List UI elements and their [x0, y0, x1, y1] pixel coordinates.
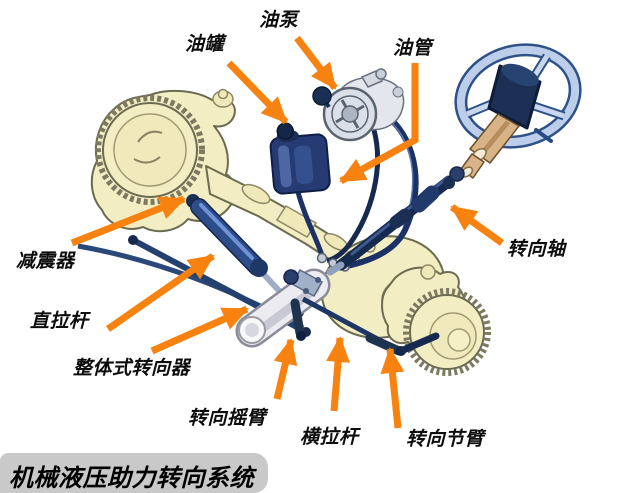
arrow-tie-rod	[326, 336, 350, 412]
left-drum-detail	[133, 130, 163, 164]
integral-steering-gear-part	[235, 268, 331, 348]
steering-knuckle-arm-part	[397, 332, 440, 355]
diagram-title: 机械液压助力转向系统	[9, 464, 254, 492]
label-oil-tank: 油罐	[185, 33, 225, 55]
universal-joint	[449, 166, 465, 182]
oil-pump-part	[312, 68, 405, 142]
label-drag-link: 直拉杆	[30, 310, 89, 332]
label-integral-steering-gear: 整体式转向器	[73, 357, 191, 379]
arrow-steering-gear	[150, 305, 249, 355]
arrow-shock-absorber	[70, 195, 186, 247]
arrow-oil-pump	[294, 35, 338, 91]
arrow-pitman-arm	[273, 338, 298, 400]
left-drum-teeth	[95, 95, 205, 205]
title-bar: 机械液压助力转向系统	[0, 453, 268, 493]
label-steering-shaft: 转向轴	[507, 238, 566, 260]
turn-stalk	[534, 128, 553, 143]
label-oil-pipe: 油管	[393, 37, 433, 59]
pump-cap	[312, 86, 332, 106]
spring-perch	[241, 183, 271, 205]
right-drum-teeth	[403, 288, 491, 376]
arrow-knuckle-arm	[380, 347, 405, 429]
label-oil-pump: 油泵	[259, 9, 299, 31]
label-knuckle-arm: 转向节臂	[406, 428, 485, 450]
steering-shaft-part	[326, 175, 455, 276]
right-stud	[420, 264, 436, 280]
arrow-oil-pipe	[339, 63, 419, 185]
shock-absorber-part	[186, 194, 304, 318]
reservoir-cap	[276, 122, 295, 140]
arrow-steering-shaft	[449, 204, 505, 246]
label-pitman-arm: 转向摇臂	[188, 407, 267, 429]
control-valve	[283, 269, 299, 285]
pitman-arm-part	[290, 298, 305, 338]
arrow-drag-link	[106, 253, 215, 332]
left-drum-face	[113, 113, 187, 187]
pipe-fitting	[316, 252, 328, 264]
steering-wheel-part	[443, 43, 582, 189]
annotation-arrows	[70, 35, 505, 429]
label-shock-absorber: 减震器	[16, 250, 75, 272]
oil-reservoir-part	[269, 122, 331, 195]
arrow-oil-tank	[226, 60, 289, 125]
label-tie-rod: 横拉杆	[300, 426, 359, 448]
